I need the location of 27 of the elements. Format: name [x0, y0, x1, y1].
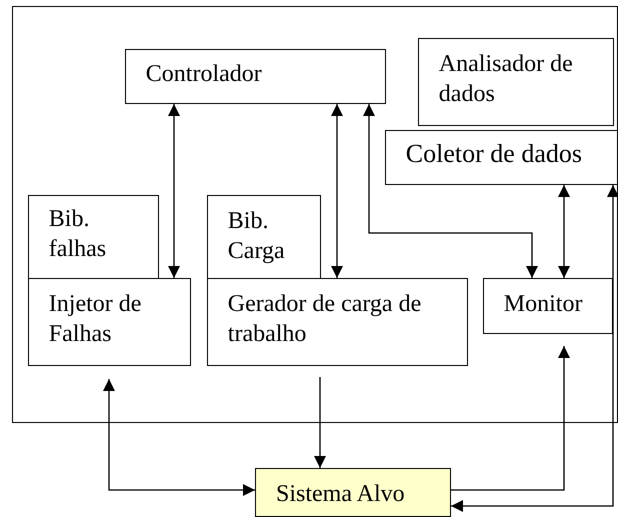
- box-label: Injetor de Falhas: [48, 290, 142, 349]
- arrow: [451, 346, 570, 491]
- arrow: [168, 104, 180, 278]
- box-label: Monitor: [504, 290, 584, 319]
- arrow: [331, 104, 343, 278]
- frame-box: [12, 6, 618, 423]
- box-label: Bib. Carga: [228, 206, 286, 266]
- process-box: [28, 194, 159, 279]
- arrow: [451, 185, 618, 512]
- box-label: Controlador: [146, 60, 263, 89]
- process-box: [418, 38, 614, 126]
- box-label: Gerador de carga de trabalho: [228, 290, 422, 349]
- box-label: Bib. falhas: [48, 204, 108, 264]
- box-label: Analisador de dados: [438, 50, 574, 109]
- process-box: [384, 130, 618, 185]
- process-box: [28, 278, 191, 366]
- arrow: [314, 377, 326, 468]
- process-box: [206, 194, 321, 279]
- process-box: [206, 278, 468, 366]
- arrow: [558, 185, 570, 278]
- process-box: [255, 468, 451, 517]
- process-box: [482, 278, 613, 334]
- arrow: [103, 379, 255, 496]
- process-box: [124, 48, 386, 104]
- box-label: Coletor de dados: [406, 138, 583, 169]
- arrow: [363, 104, 538, 278]
- box-label: Sistema Alvo: [276, 480, 406, 509]
